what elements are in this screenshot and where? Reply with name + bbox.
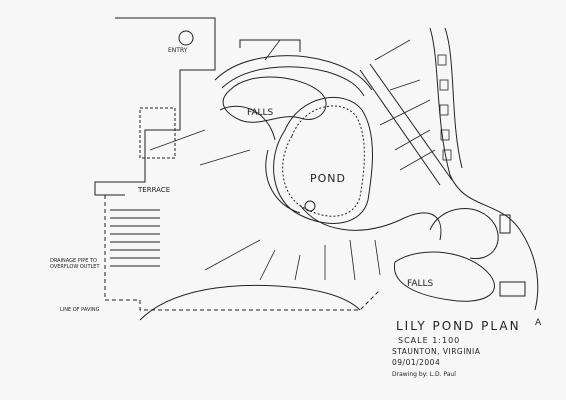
- stairs: [110, 209, 160, 267]
- right-path-edge: [429, 27, 539, 311]
- drawing-location: STAUNTON, VIRGINIA: [392, 347, 481, 356]
- pond-walk: [219, 105, 442, 241]
- right-path-edge-2: [444, 27, 463, 169]
- entry-label: ENTRY: [168, 47, 188, 54]
- drainage-note: DRAINAGE PIPE TO OVERFLOW OUTLET: [50, 258, 100, 270]
- pond-outline: [273, 96, 373, 224]
- pond-inner-edge: [282, 105, 365, 217]
- lower-falls-pool: [394, 251, 495, 302]
- lower-falls-label: FALLS: [407, 279, 434, 289]
- terrace-label: TERRACE: [138, 186, 171, 194]
- drawn-by: Drawing by: L.D. Paul: [392, 371, 456, 378]
- right-hatching: [437, 54, 452, 161]
- upper-stream: [214, 55, 373, 91]
- pond-walk-2: [265, 149, 301, 214]
- terrace-steps: [139, 107, 176, 159]
- lower-right-fixture: [499, 281, 526, 297]
- terrace-outline: [94, 17, 216, 196]
- upper-falls-pool: [222, 76, 327, 123]
- lower-bed: [139, 284, 361, 321]
- right-fixture: [499, 214, 511, 234]
- callout-leaders: [149, 39, 436, 281]
- pond-label: POND: [310, 172, 346, 185]
- drawing-title: LILY POND PLAN: [396, 319, 521, 333]
- revision-mark: A: [535, 318, 542, 328]
- upper-falls-label: FALLS: [247, 108, 274, 118]
- drawing-scale: SCALE 1:100: [398, 336, 461, 345]
- entry-marker: [178, 30, 194, 46]
- site-boundary: [104, 195, 381, 311]
- diagonal-stream-b: [369, 63, 453, 181]
- top-notch: [239, 39, 301, 52]
- upper-stream-edge: [221, 66, 365, 97]
- paving-note: LINE OF PAVING: [60, 307, 100, 313]
- drawing-date: 09/01/2004: [392, 358, 441, 367]
- fountain-marker: [304, 200, 316, 212]
- lower-basin: [429, 208, 499, 260]
- diagonal-stream-a: [359, 69, 441, 186]
